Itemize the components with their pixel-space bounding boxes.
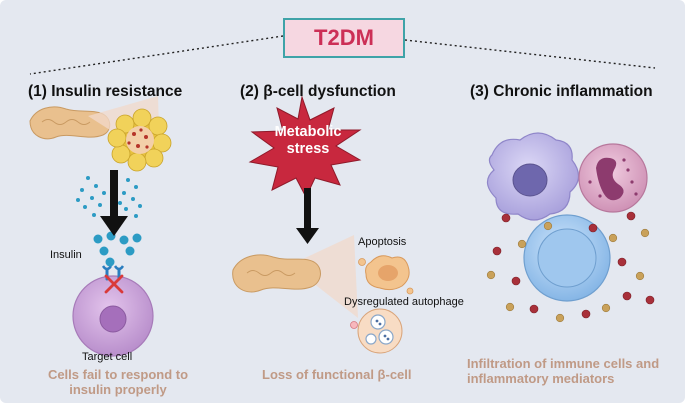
blocked-receptor-icon	[104, 274, 124, 294]
title-connector-lines	[29, 35, 656, 75]
autophage-label: Dysregulated autophage	[344, 296, 464, 308]
down-arrow-icon	[100, 170, 128, 236]
pancreas-icon-2	[232, 254, 321, 293]
lymphocyte-icon	[523, 214, 611, 302]
islet-cluster-icon	[107, 108, 172, 172]
insulin-label: Insulin	[50, 249, 82, 261]
panel-2-heading: (2) β-cell dysfunction	[240, 83, 396, 100]
panel-3-heading: (3) Chronic inflammation	[470, 83, 653, 100]
zoom-wedge-2	[290, 235, 358, 318]
apoptotic-cell-icon	[358, 255, 414, 295]
stress-down-arrow-icon	[296, 188, 319, 244]
target-cell-icon	[72, 257, 154, 357]
metabolic-stress-label: Metabolic stress	[274, 124, 342, 157]
insulin-molecules-icon	[76, 176, 142, 256]
pancreas-icon	[29, 106, 111, 140]
panel-1-caption: Cells fail to respond to insulin properl…	[47, 367, 189, 397]
panel-2-caption: Loss of functional β-cell	[262, 367, 412, 382]
apoptosis-label: Apoptosis	[358, 236, 407, 248]
panel-1-heading: (1) Insulin resistance	[28, 83, 183, 100]
title-box: T2DM	[283, 18, 405, 58]
target-cell-label: Target cell	[82, 351, 133, 363]
inflammatory-mediators-icon	[486, 211, 655, 323]
macrophage-icon	[486, 132, 580, 221]
diagram-title: T2DM	[314, 25, 374, 50]
autophagy-cell-icon	[350, 308, 403, 354]
neutrophil-icon	[578, 143, 648, 213]
panel-3-caption: Infiltration of immune cells and inflamm…	[467, 356, 660, 386]
